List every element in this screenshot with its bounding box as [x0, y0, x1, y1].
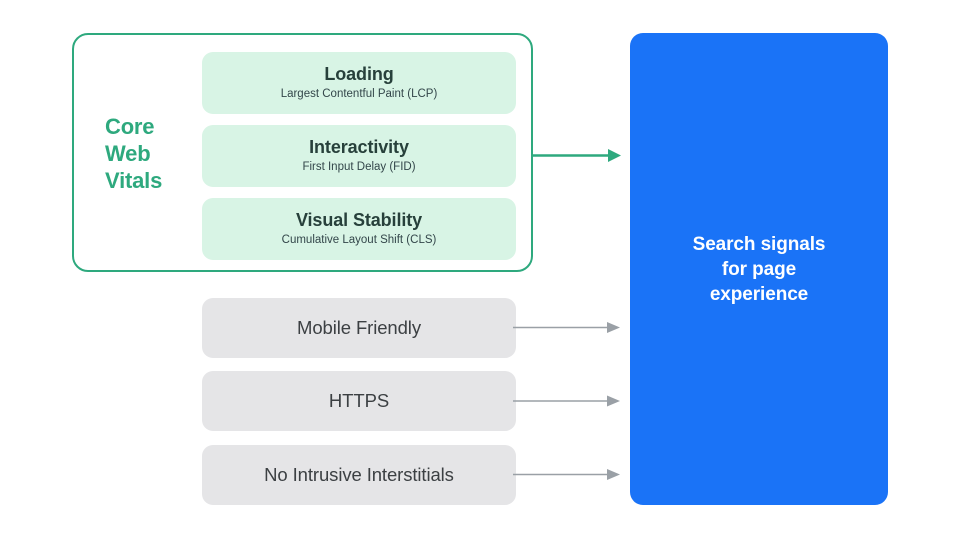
output-panel-line-1: Search signals [692, 233, 826, 255]
core-web-vitals-label-line-3: Vitals [105, 168, 163, 193]
output-panel-line-2: for page [721, 258, 797, 280]
metric-card-loading[interactable]: Loading Largest Contentful Paint (LCP) [202, 52, 516, 114]
metric-card-title: Loading [324, 64, 394, 84]
metric-card-visual-stability[interactable]: Visual Stability Cumulative Layout Shift… [202, 198, 516, 260]
no-intrusive-interstitials-arrow [513, 469, 620, 480]
metric-card-title: Visual Stability [295, 210, 423, 230]
metric-card-title: Interactivity [309, 137, 409, 157]
core-web-vitals-arrow [533, 149, 621, 162]
signal-label: Mobile Friendly [297, 317, 421, 338]
metric-card-interactivity[interactable]: Interactivity First Input Delay (FID) [202, 125, 516, 187]
core-web-vitals-label-line-2: Web [105, 141, 151, 166]
metric-card-subtitle: Largest Contentful Paint (LCP) [280, 88, 438, 100]
https-arrow [513, 395, 620, 407]
core-web-vitals-label-line-1: Core [105, 114, 155, 139]
metric-card-subtitle: Cumulative Layout Shift (CLS) [281, 234, 437, 246]
signal-label: HTTPS [328, 390, 390, 411]
metric-card-subtitle: First Input Delay (FID) [302, 161, 416, 173]
output-panel-text: Search signals for page experience [693, 232, 826, 307]
output-panel[interactable]: Search signals for page experience [630, 33, 888, 505]
output-panel-line-3: experience [709, 283, 809, 305]
mobile-friendly-box[interactable]: Mobile Friendly [202, 298, 516, 358]
mobile-friendly-arrow [513, 322, 620, 333]
signal-label: No Intrusive Interstitials [264, 464, 454, 485]
core-web-vitals-group [72, 33, 533, 272]
no-intrusive-interstitials-box[interactable]: No Intrusive Interstitials [202, 445, 516, 505]
https-box[interactable]: HTTPS [202, 371, 516, 431]
core-web-vitals-group-label: Core Web Vitals [105, 113, 195, 194]
